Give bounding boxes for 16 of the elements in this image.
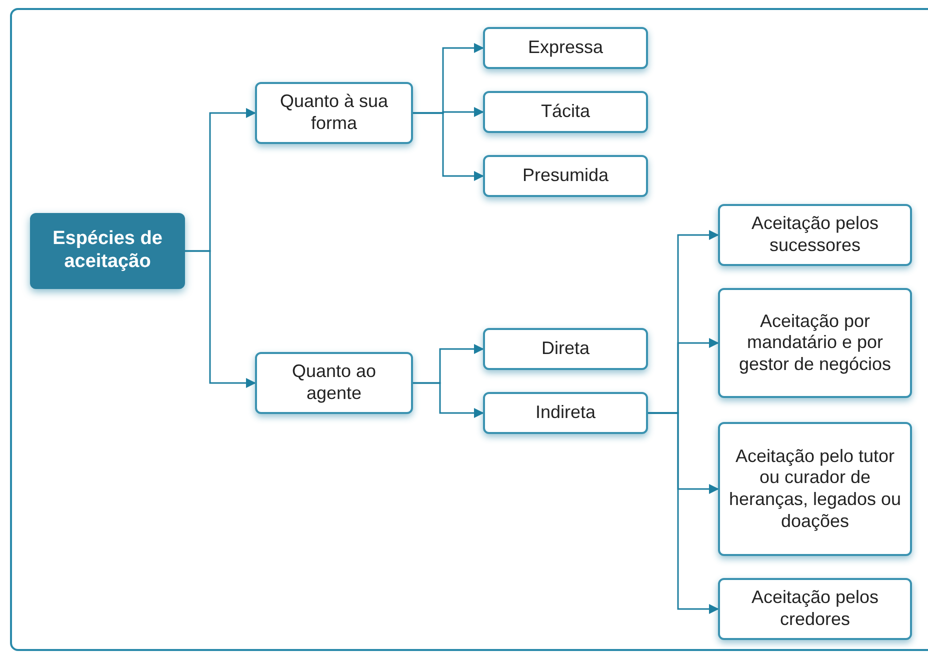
category-box: Aceitação pelos sucessores [718, 204, 912, 266]
category-box: Quanto à sua forma [255, 82, 413, 144]
category-box: Quanto ao agente [255, 352, 413, 414]
category-box: Expressa [483, 27, 648, 69]
arrow [185, 250, 256, 388]
category-box: Aceitação pelos credores [718, 578, 912, 640]
category-box: Presumida [483, 155, 648, 197]
category-box: Aceitação pelo tutor ou curador de heranças, legados ou doações [718, 422, 912, 556]
arrow [648, 412, 719, 614]
arrow [413, 382, 484, 418]
category-box: Indireta [483, 392, 648, 434]
root-box: Espécies de aceitação [30, 213, 185, 289]
category-box: Direta [483, 328, 648, 370]
category-box: Tácita [483, 91, 648, 133]
arrow [413, 112, 484, 181]
category-box: Aceitação por mandatário e por gestor de negócios [718, 288, 912, 398]
